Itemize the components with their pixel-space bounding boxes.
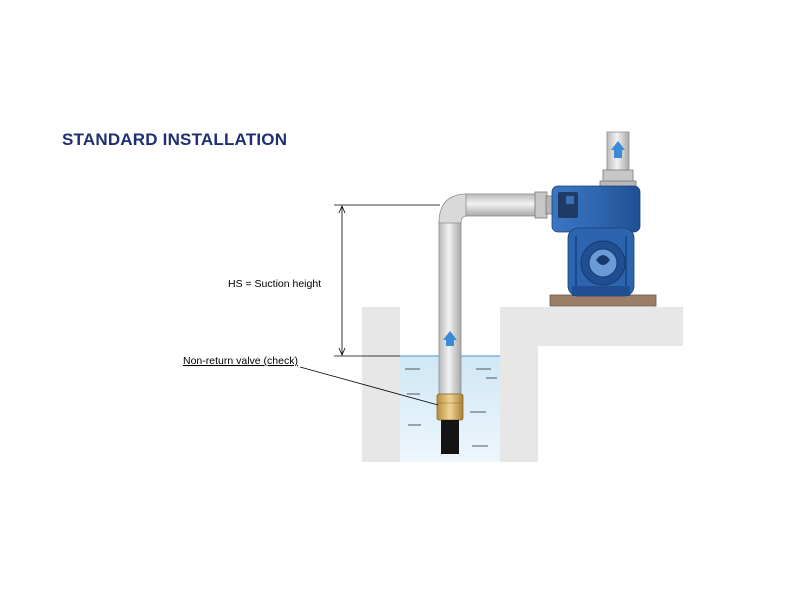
foot-strainer <box>441 420 459 454</box>
pump <box>551 131 641 297</box>
flow-arrow-up <box>443 331 457 346</box>
well-structure <box>362 307 683 462</box>
pipe-elbow <box>438 193 468 224</box>
wall <box>362 307 683 462</box>
horizontal-pipe <box>465 193 537 217</box>
water-ripples <box>405 368 497 447</box>
flow-arrow-discharge <box>611 141 625 158</box>
diagram-title: STANDARD INSTALLATION <box>62 130 288 149</box>
suction-height-label: HS = Suction height <box>228 278 321 290</box>
pump-base <box>549 294 657 307</box>
discharge-fitting <box>602 169 634 183</box>
suction-height-dimension <box>334 204 440 357</box>
pipe-fitting <box>534 191 548 219</box>
check-valve <box>436 393 464 421</box>
suction-pipe <box>438 221 462 395</box>
valve-label: Non-return valve (check) <box>183 355 298 367</box>
valve-leader <box>299 366 439 406</box>
